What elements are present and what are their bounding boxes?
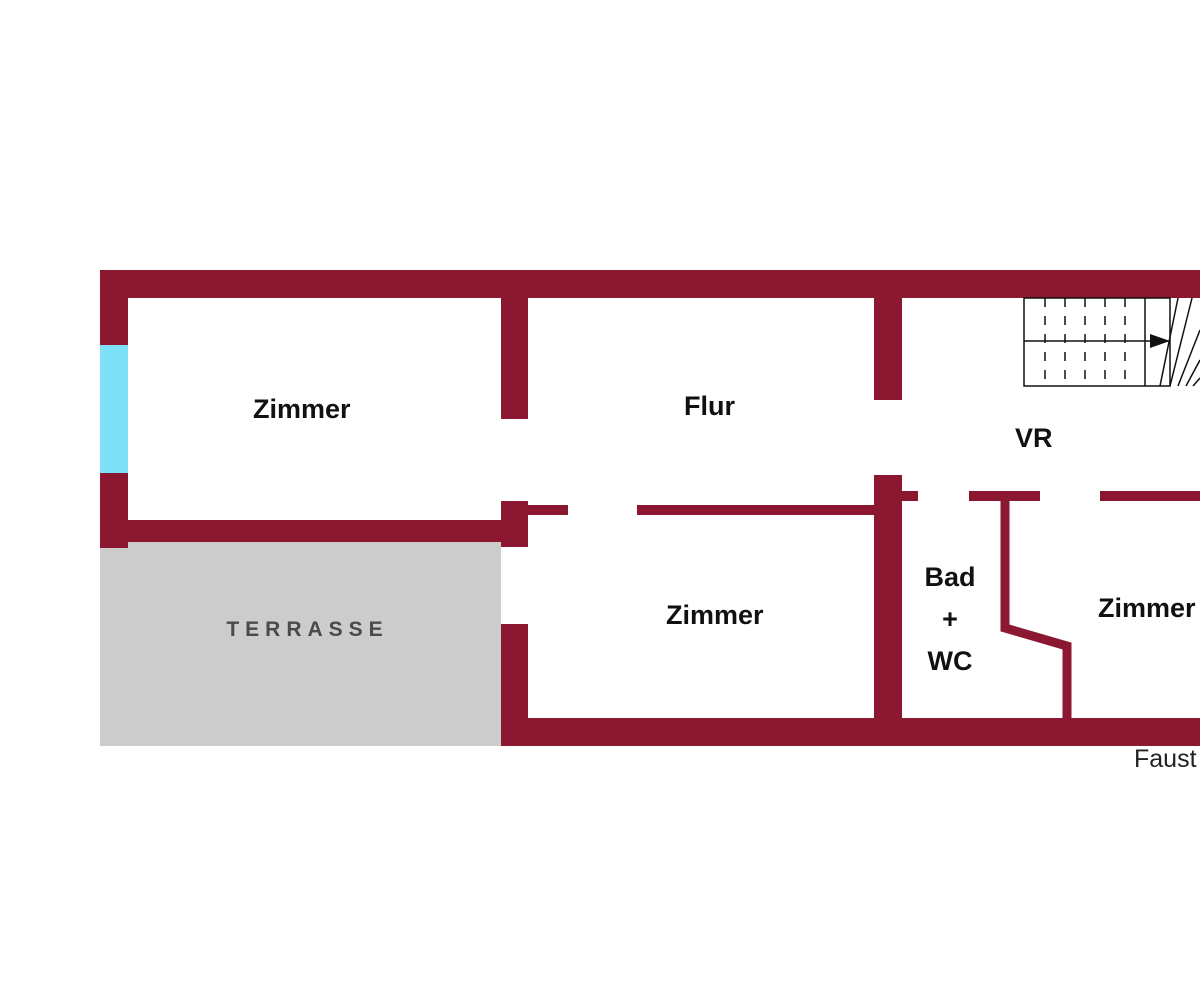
wall-flur-stub-left (528, 505, 568, 515)
room-label-flur: Flur (684, 391, 735, 421)
stair-winder (1159, 297, 1179, 387)
wall-bad-top (969, 491, 1040, 501)
room-label-terrasse: TERRASSE (226, 618, 389, 641)
wall-zimmer-flur-lower (501, 501, 528, 547)
wall-left-room-bottom (100, 520, 528, 542)
wall-flur-vr-lower (874, 475, 902, 718)
wall-left-upper (100, 270, 128, 345)
staircase-outline (1023, 297, 1171, 387)
terrace-area (100, 540, 501, 746)
wall-bad-angled (1000, 501, 1072, 718)
room-label-plus: + (942, 604, 958, 634)
wall-flur-middle-zimmer (637, 505, 875, 515)
room-label-vr: VR (1015, 423, 1053, 453)
wall-top (100, 270, 1200, 298)
stair-winder (1177, 329, 1200, 387)
room-label-bad: Bad (924, 562, 976, 592)
wall-right-zimmer-top (1100, 491, 1200, 501)
room-label-zimmer-right: Zimmer (1098, 593, 1196, 623)
room-label-zimmer-middle: Zimmer (666, 600, 764, 630)
room-label-zimmer-left: Zimmer (253, 394, 351, 424)
wall-zimmer-flur-upper (501, 298, 528, 419)
stair-winder (1185, 359, 1200, 387)
wall-bottom (501, 718, 1200, 746)
room-label-wc: WC (927, 646, 973, 676)
room-label-bad-wc: Bad + WC (905, 556, 995, 682)
wall-bad-top-stub (902, 491, 918, 501)
stair-direction-arrow (1150, 334, 1170, 348)
stair-winder (1192, 377, 1200, 387)
staircase (1023, 297, 1200, 387)
stair-winder (1169, 297, 1193, 387)
window (100, 345, 128, 473)
wall-flur-vr-upper (874, 298, 902, 400)
wall-middle-zimmer-left (501, 624, 528, 718)
footer-text: Faust (1134, 745, 1197, 773)
